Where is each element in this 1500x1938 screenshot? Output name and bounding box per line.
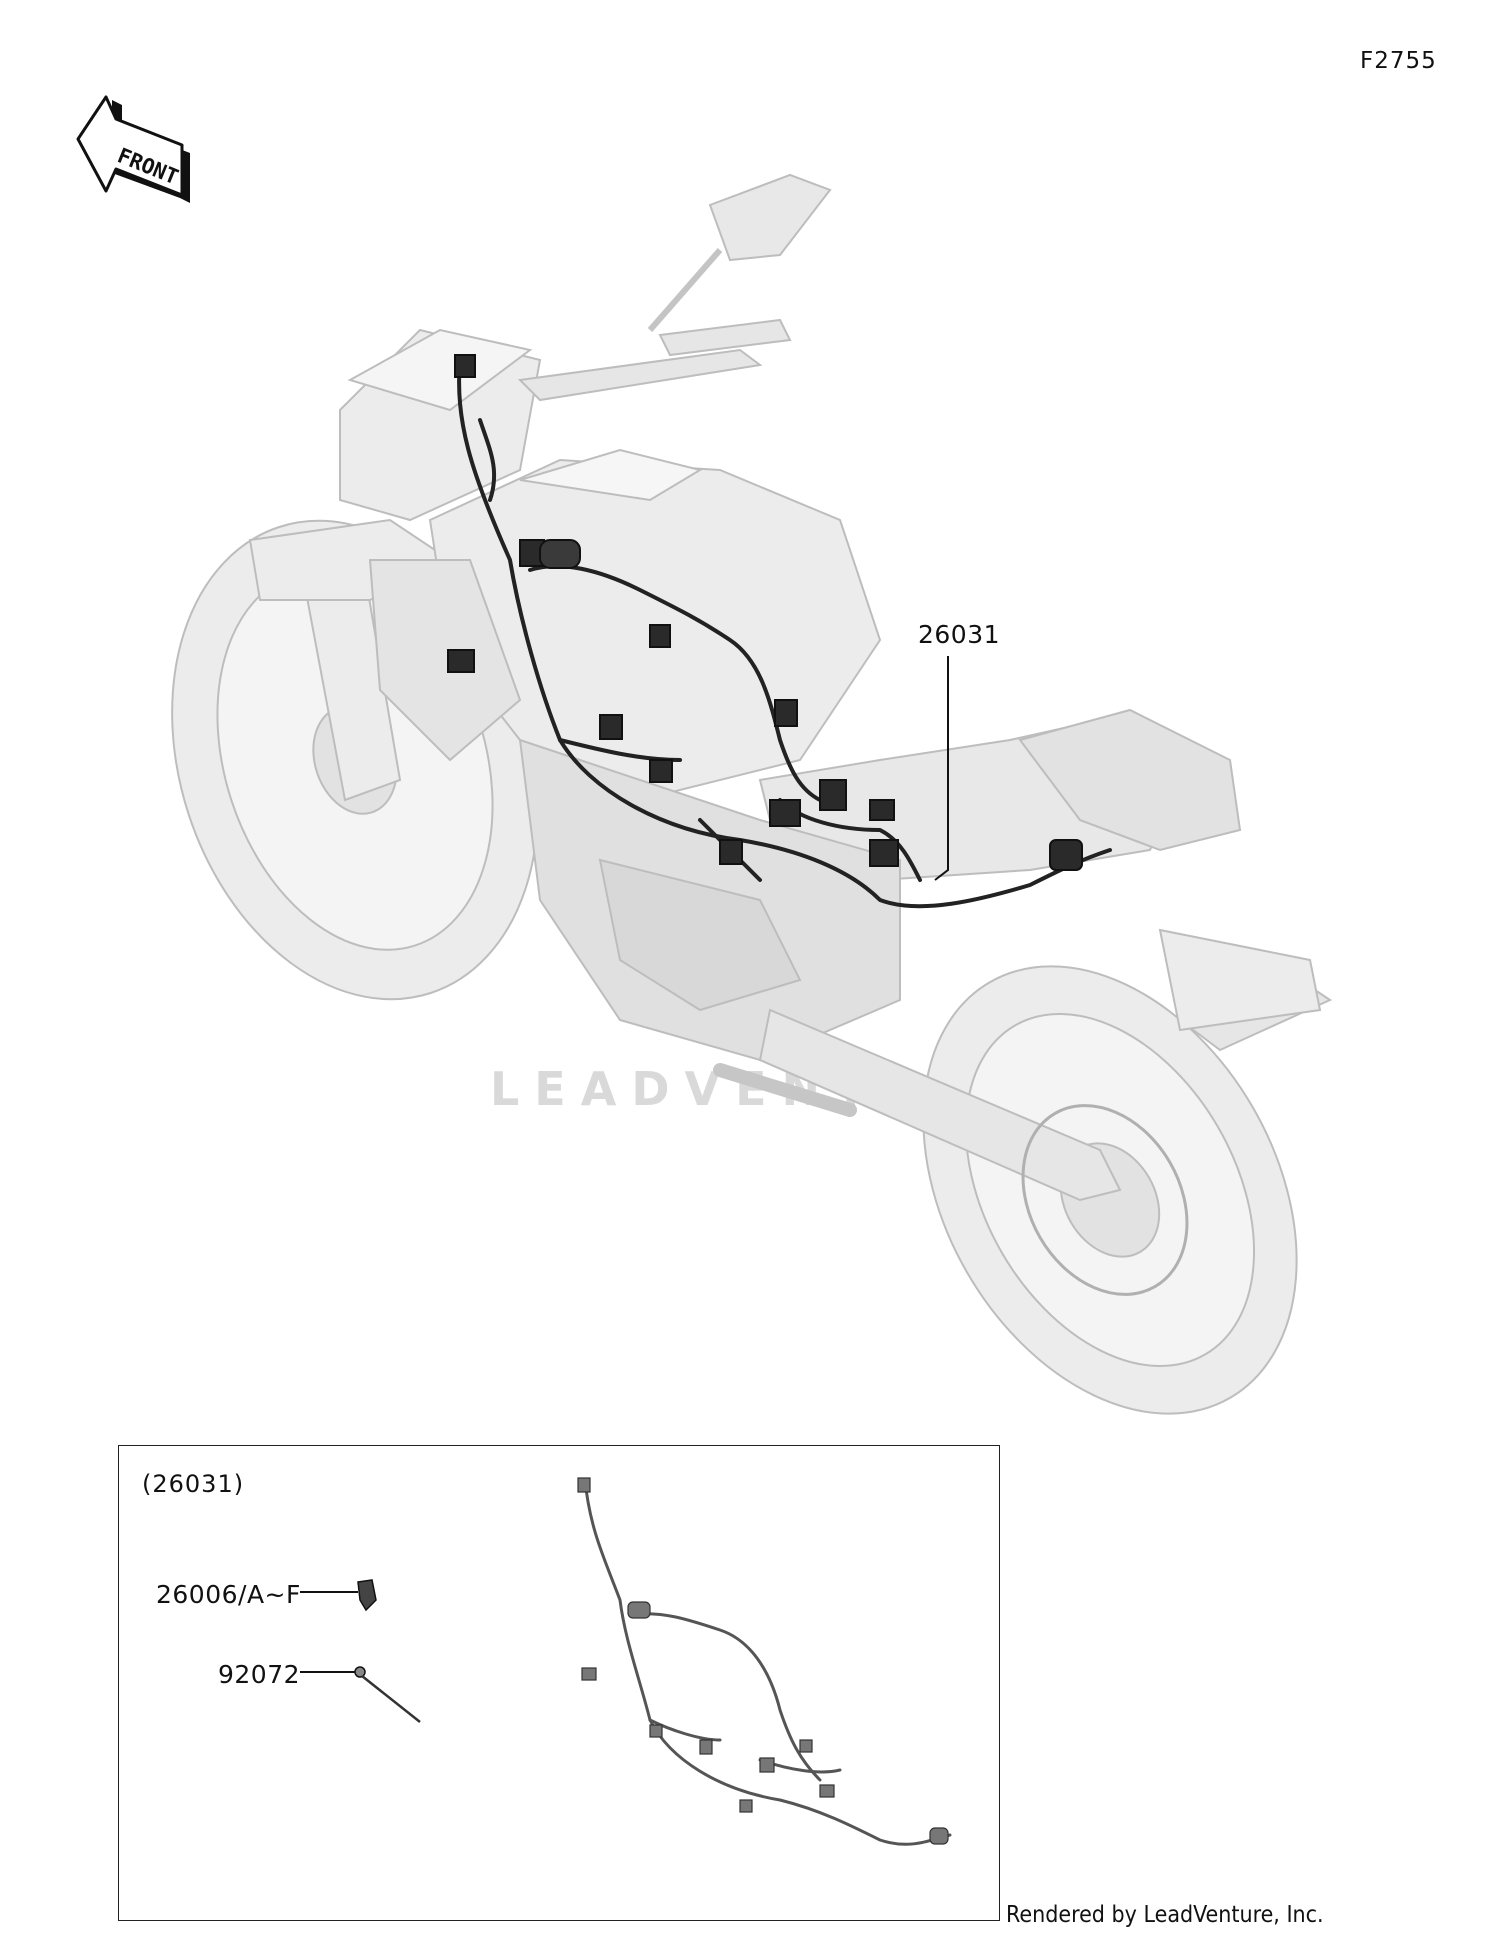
fuse-connector-icon	[357, 1579, 377, 1612]
callout-26031[interactable]: 26031	[918, 620, 1001, 649]
figure-id: F2755	[1360, 48, 1437, 74]
callout-leader-main	[934, 656, 949, 881]
motorcycle-illustration	[171, 173, 1333, 1415]
inset-illustration	[300, 1477, 952, 1846]
inset-title: (26031)	[142, 1470, 245, 1498]
sub-harness-connectors	[577, 1477, 949, 1845]
parts-inset-box	[118, 1445, 1000, 1921]
front-arrow-icon: FRONT	[76, 95, 190, 203]
sub-harness-drawing	[583, 1478, 952, 1846]
render-credit: Rendered by LeadVenture, Inc.	[1006, 1902, 1324, 1928]
harness-connectors	[447, 354, 1083, 871]
callout-part-92072[interactable]: 92072	[218, 1660, 301, 1689]
callout-part-26006[interactable]: 26006/A~F	[156, 1580, 301, 1609]
cable-tie-icon	[354, 1666, 421, 1723]
